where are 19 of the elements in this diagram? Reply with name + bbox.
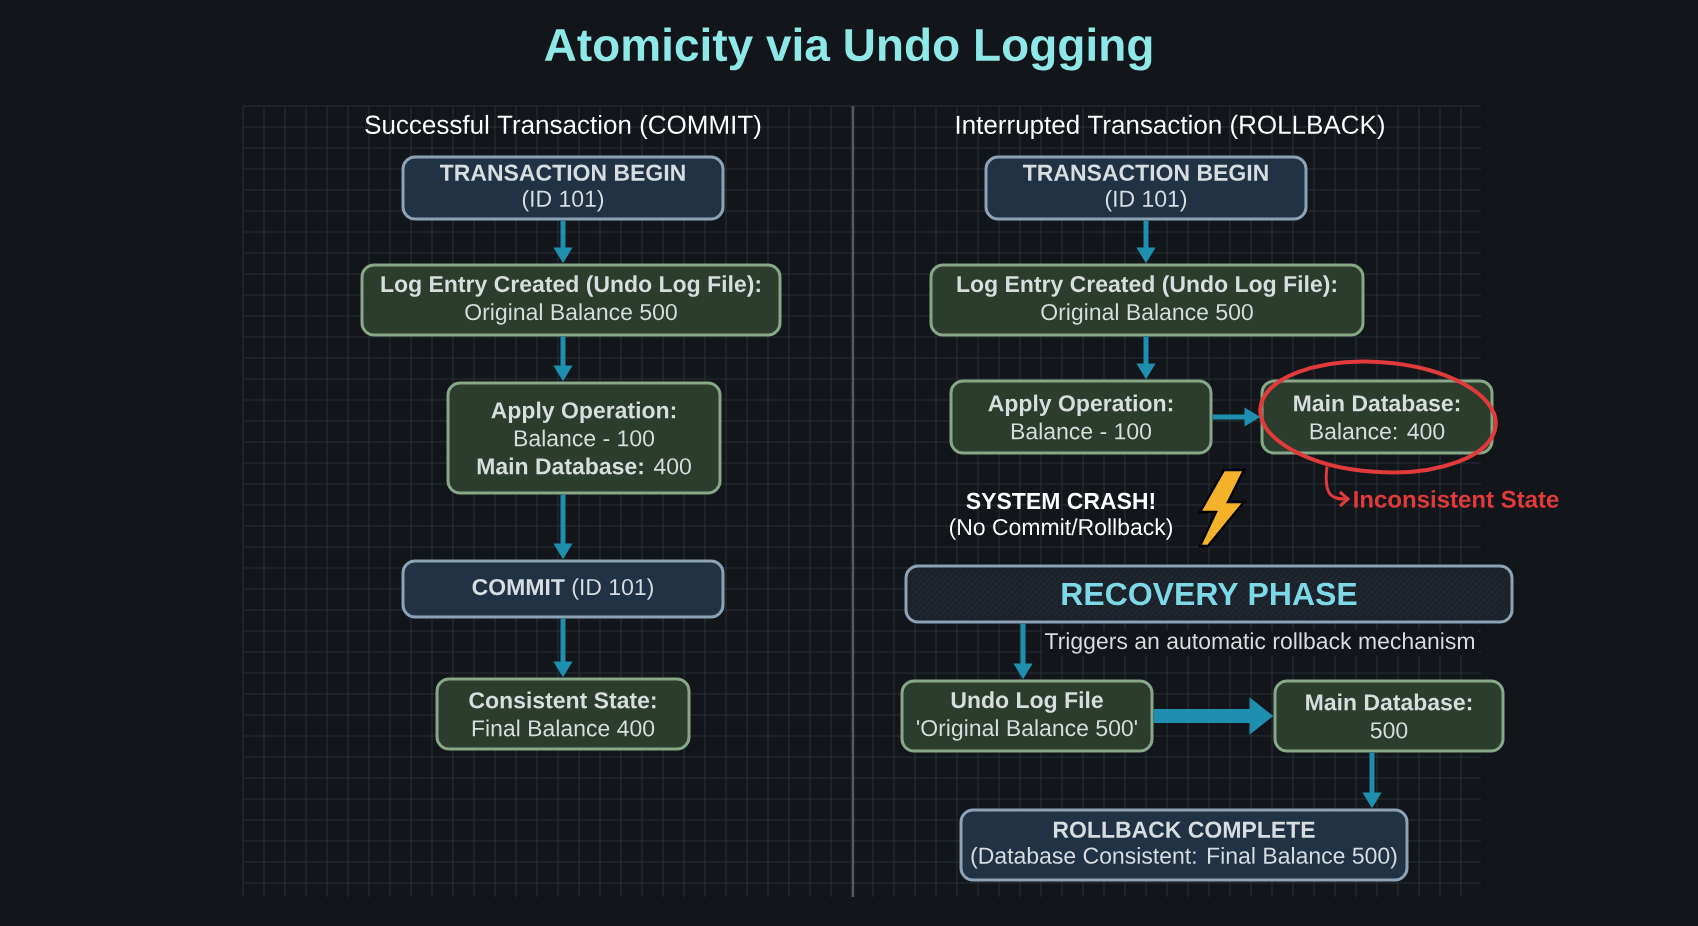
status-box: TRANSACTION BEGIN (ID 101) <box>984 155 1308 221</box>
process-box: Undo Log File 'Original Balance 500' <box>900 679 1154 753</box>
process-box: Apply Operation: Balance - 100 <box>949 379 1213 455</box>
process-box: Log Entry Created (Undo Log File): Original Balance 500 <box>360 263 782 337</box>
warning-text: Inconsistent State <box>1354 490 1559 508</box>
process-box: Main Database: Balance: 400 <box>1260 379 1494 455</box>
edge-label: Triggers an automatic rollback mechanism <box>1044 632 1474 654</box>
title: Atomicity via Undo Logging <box>544 27 1152 71</box>
phase-banner: RECOVERY PHASE <box>904 564 1514 624</box>
process-box: Main Database: 500 <box>1273 679 1505 753</box>
process-box: Log Entry Created (Undo Log File): Original Balance 500 <box>929 263 1365 337</box>
process-box: Consistent State: Final Balance 400 <box>435 677 691 751</box>
process-box: Apply Operation: Balance - 100 Main Database: 400 <box>446 381 722 495</box>
status-box: ROLLBACK COMPLETE (Database Consistent: Final Balance 500) <box>959 808 1409 882</box>
crash-label: (No Commit/Rollback) <box>949 518 1172 540</box>
status-box: TRANSACTION BEGIN (ID 101) <box>401 155 725 221</box>
crash-label: SYSTEM CRASH! <box>966 492 1154 510</box>
status-box: COMMIT (ID 101) <box>401 559 725 619</box>
arrow <box>1324 466 1351 508</box>
